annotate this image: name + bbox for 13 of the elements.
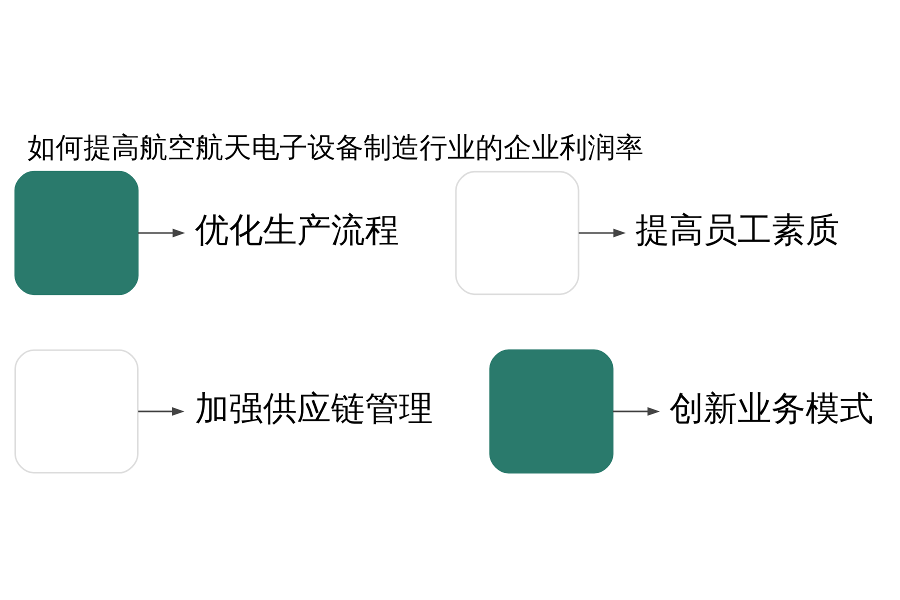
node-box: [454, 170, 579, 295]
node-text: 优化生产流程: [194, 210, 398, 250]
node-box: [488, 348, 613, 474]
arrow: [612, 406, 660, 416]
node-box: [14, 170, 138, 295]
diagram-title: 如何提高航空航天电子设备制造行业的企业利润率: [27, 130, 644, 164]
node-text: 提高员工素质: [635, 210, 840, 250]
arrow: [578, 228, 626, 237]
node-text: 创新业务模式: [669, 388, 874, 429]
node-box: [14, 348, 138, 474]
arrow: [138, 228, 185, 237]
arrow: [138, 406, 184, 416]
node-text: 加强供应链管理: [194, 388, 432, 429]
